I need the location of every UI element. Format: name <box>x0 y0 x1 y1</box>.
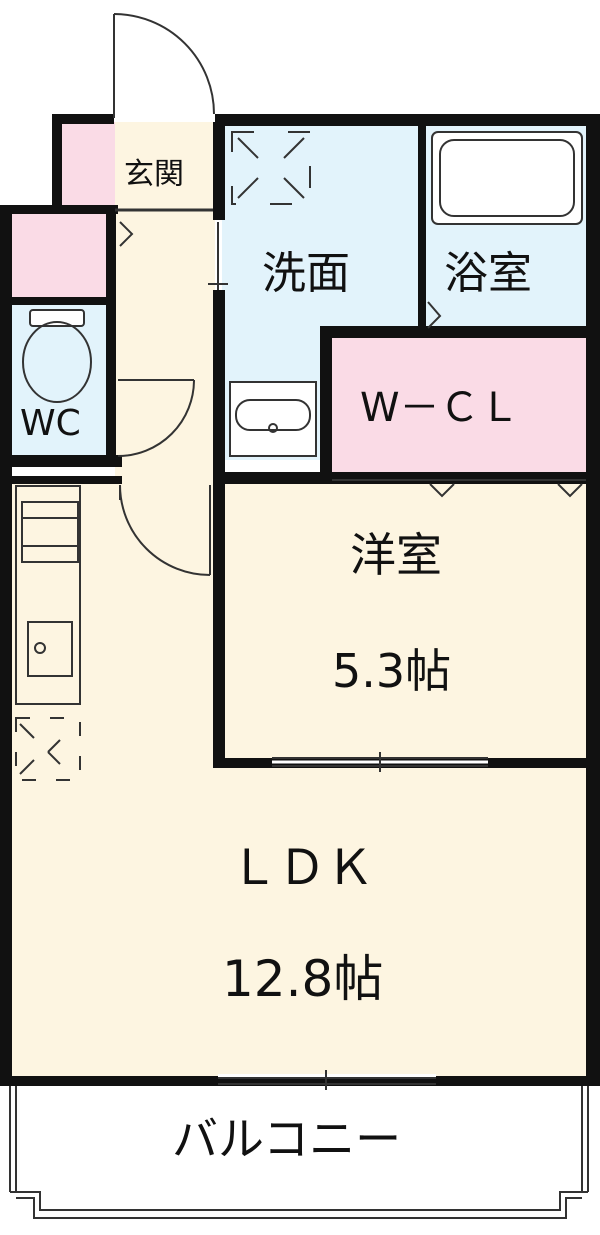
walls <box>0 114 600 1086</box>
bathtub-inner <box>439 139 575 217</box>
wall-right <box>586 114 600 1084</box>
wall-western-left <box>213 472 225 768</box>
kitchen-sink <box>27 621 73 677</box>
wall-top <box>215 114 600 126</box>
washbasin <box>229 381 317 457</box>
wall-closet-top <box>320 326 600 338</box>
genkan-floor <box>115 122 215 208</box>
wc-label: WC <box>20 403 81 444</box>
bathtub <box>431 131 583 225</box>
western-room-label: 洋室 <box>350 528 442 582</box>
wall-top-left <box>52 114 114 124</box>
wall-bath-divider <box>418 122 426 327</box>
wall-wash-left-top <box>213 122 225 220</box>
wall-entrance-left <box>52 114 62 212</box>
genkan-label: 玄関 <box>124 157 184 192</box>
walk-in-closet-floor <box>330 338 590 474</box>
wall-western-top <box>213 472 600 484</box>
washing-machine-space <box>231 131 311 205</box>
wall-bottom <box>0 1076 600 1086</box>
hallway-floor <box>115 208 215 480</box>
entrance-door-swing <box>113 13 215 115</box>
fridge-arrow-1 <box>19 723 35 739</box>
toilet-tank <box>29 309 85 327</box>
washroom-floor <box>222 122 422 332</box>
wall-hall-ldk <box>10 476 122 484</box>
wall-wc-right <box>106 205 116 460</box>
balcony <box>9 1086 589 1219</box>
fridge-arrow-3 <box>47 751 61 765</box>
ldk-label: ＬＤＫ <box>230 840 375 896</box>
bath-door <box>427 301 442 329</box>
balcony-edge-outer <box>10 1191 588 1211</box>
wm-arrow-2 <box>283 137 305 159</box>
wm-arrow-1 <box>237 137 259 159</box>
wm-arrow-4 <box>283 177 305 199</box>
closet-door-1 <box>429 483 455 498</box>
wc-storage <box>10 212 110 300</box>
kitchen-stove <box>21 501 79 563</box>
wall-wc-bottom <box>0 455 122 467</box>
wall-closet-left <box>320 326 332 476</box>
kitchen-sink-drain <box>34 642 46 654</box>
fridge-arrow-2 <box>47 739 61 753</box>
doors <box>113 13 586 1090</box>
fixtures <box>15 131 583 781</box>
shoebox-area <box>60 122 115 208</box>
wall-wc-divider <box>0 297 116 305</box>
wc-storage-door <box>119 221 134 247</box>
walk-in-closet-label: W－ＣＬ <box>360 385 520 431</box>
western-room-size: 5.3帖 <box>332 644 452 698</box>
wall-wash-left-bottom <box>213 290 225 485</box>
balcony-edge-inner <box>16 1197 582 1219</box>
washbasin-bowl <box>235 399 311 431</box>
wall-left <box>0 205 12 1085</box>
balcony-label: バルコニー <box>172 1112 402 1166</box>
washroom-label: 洗面 <box>262 248 350 299</box>
ldk-door-swing <box>119 484 211 576</box>
bathroom-label: 浴室 <box>444 248 532 299</box>
fridge-arrow-4 <box>19 759 35 775</box>
ldk-floor <box>10 762 590 1078</box>
western-room-floor <box>222 480 590 762</box>
kitchen-counter <box>15 485 81 705</box>
wall-wc-top <box>0 205 118 214</box>
closet-door-2 <box>557 483 583 498</box>
wm-arrow-3 <box>237 177 259 199</box>
washbasin-drain <box>268 423 278 433</box>
ldk-size: 12.8帖 <box>222 950 384 1008</box>
toilet-bowl <box>22 321 92 403</box>
wc-door-swing <box>117 379 195 457</box>
